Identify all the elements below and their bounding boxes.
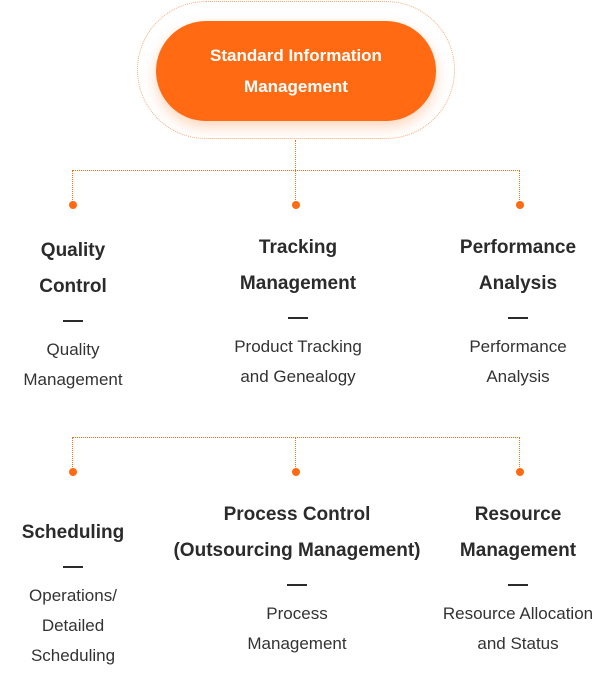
root-label: Standard Information Management (210, 46, 382, 96)
row1-branch-3 (519, 170, 520, 204)
node-description: Quality Management (23, 340, 123, 389)
root-halo (137, 1, 455, 139)
node-description: Performance Analysis (469, 337, 567, 386)
node-title: Resource Management (459, 504, 577, 561)
row2-branch-2 (295, 437, 296, 471)
separator-dash (63, 320, 83, 322)
separator-dash (63, 566, 83, 568)
row2-branch-3 (519, 437, 520, 471)
node-title: Quality Control (39, 240, 107, 297)
trunk-line (295, 140, 296, 170)
row1-branch-1 (72, 170, 73, 204)
node-process-control: Process Control (Outsourcing Management)… (162, 497, 432, 659)
node-description: Product Tracking and Genealogy (234, 337, 362, 386)
row1-dot-2 (292, 201, 300, 209)
row1-bus-line (72, 170, 520, 171)
separator-dash (287, 584, 307, 586)
row2-branch-1 (72, 437, 73, 471)
node-title: Performance Analysis (459, 237, 577, 294)
node-resource-management: Resource Management Resource Allocation … (428, 497, 608, 659)
separator-dash (508, 317, 528, 319)
node-description: Resource Allocation and Status (442, 604, 594, 653)
node-performance-analysis: Performance Analysis Performance Analysi… (433, 230, 603, 392)
row2-dot-3 (516, 468, 524, 476)
row2-dot-2 (292, 468, 300, 476)
node-title: Tracking Management (239, 237, 357, 294)
row1-dot-3 (516, 201, 524, 209)
row1-dot-1 (69, 201, 77, 209)
separator-dash (508, 584, 528, 586)
root-node: Standard Information Management (156, 21, 436, 121)
node-scheduling: Scheduling Operations/ Detailed Scheduli… (0, 515, 148, 671)
row1-branch-2 (295, 170, 296, 204)
node-title: Process Control (Outsourcing Management) (173, 504, 421, 561)
node-description: Process Management (247, 604, 347, 653)
row2-dot-1 (69, 468, 77, 476)
node-title: Scheduling (21, 522, 125, 543)
node-description: Operations/ Detailed Scheduling (29, 586, 117, 665)
node-tracking-management: Tracking Management Product Tracking and… (198, 230, 398, 392)
separator-dash (288, 317, 308, 319)
node-quality-control: Quality Control Quality Management (3, 233, 143, 395)
row2-bus-line (72, 437, 520, 438)
